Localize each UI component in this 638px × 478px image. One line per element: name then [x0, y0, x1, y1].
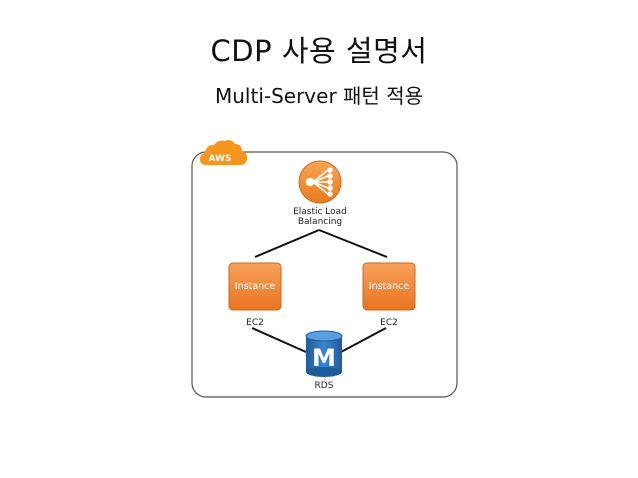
- aws-badge: AWS: [200, 140, 247, 165]
- database-caption: RDS: [315, 381, 334, 391]
- database-glyph: M: [312, 344, 336, 372]
- page-subtitle: Multi-Server 패턴 적용: [214, 84, 423, 108]
- instance-caption: EC2: [246, 318, 264, 328]
- aws-badge-label: AWS: [209, 154, 232, 164]
- rds-database-node: M RDS: [305, 330, 343, 391]
- ec2-instance-left: Instance EC2: [228, 262, 282, 328]
- instance-icon: [362, 262, 416, 311]
- page-title: CDP 사용 설명서: [210, 34, 428, 68]
- instance-icon: [228, 262, 282, 311]
- aws-cloud-icon: [200, 140, 247, 165]
- instance-label: Instance: [235, 281, 276, 292]
- connection-lines: [251, 229, 388, 353]
- right-to-rds-line: [340, 327, 387, 353]
- load-balancer-node: Elastic Load Balancing: [293, 160, 347, 227]
- load-balancer-label-line2: Balancing: [298, 217, 342, 227]
- aws-cloud-container: [191, 151, 458, 398]
- elb-to-left-line: [254, 229, 320, 258]
- instance-label: Instance: [369, 281, 410, 292]
- database-icon: [305, 330, 343, 377]
- elb-to-right-line: [318, 229, 388, 258]
- left-to-rds-line: [251, 327, 307, 353]
- load-balancer-label-line1: Elastic Load: [293, 207, 347, 217]
- instance-caption: EC2: [380, 318, 398, 328]
- ec2-instance-right: Instance EC2: [362, 262, 416, 328]
